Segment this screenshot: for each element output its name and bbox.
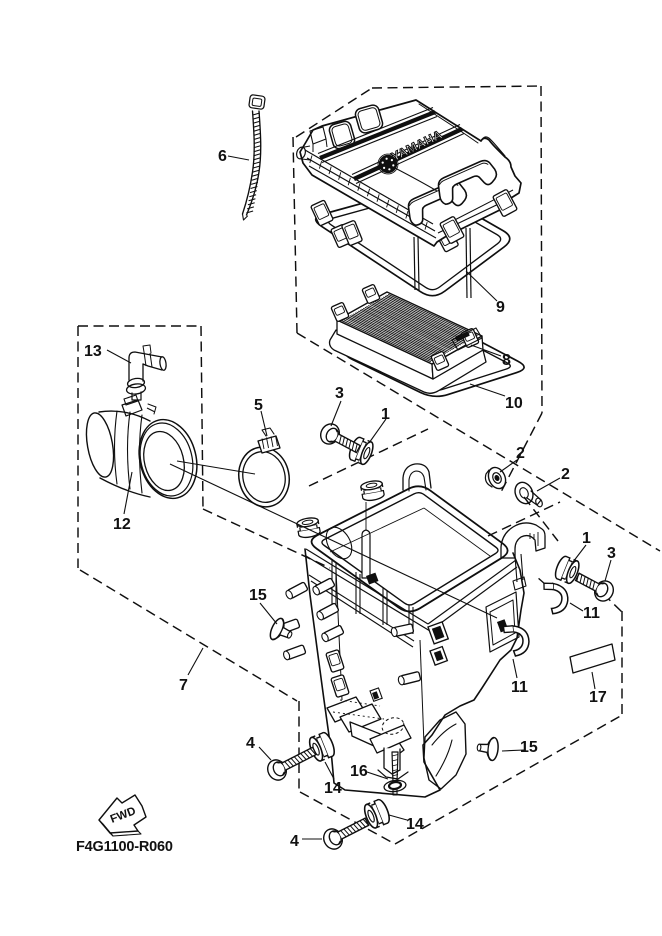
svg-text:1: 1 [582,530,591,547]
svg-text:15: 15 [520,739,538,756]
svg-text:F4G1100-R060: F4G1100-R060 [76,839,173,855]
svg-text:13: 13 [84,343,102,360]
svg-text:1: 1 [381,406,390,423]
svg-text:14: 14 [406,816,424,833]
svg-text:3: 3 [607,545,616,562]
svg-text:14: 14 [324,780,342,797]
svg-text:10: 10 [505,395,523,412]
svg-text:3: 3 [335,385,344,402]
svg-text:5: 5 [254,397,263,414]
svg-text:8: 8 [502,352,511,369]
svg-text:6: 6 [218,148,227,165]
svg-text:12: 12 [113,516,131,533]
svg-text:11: 11 [583,605,600,622]
svg-text:2: 2 [561,466,570,483]
svg-text:4: 4 [246,735,255,752]
svg-text:15: 15 [249,587,267,604]
svg-text:4: 4 [290,833,299,850]
svg-text:2: 2 [516,445,525,462]
svg-text:11: 11 [511,679,528,696]
svg-text:16: 16 [350,763,368,780]
svg-text:17: 17 [589,689,607,706]
svg-text:7: 7 [179,677,188,694]
svg-text:9: 9 [496,299,505,316]
